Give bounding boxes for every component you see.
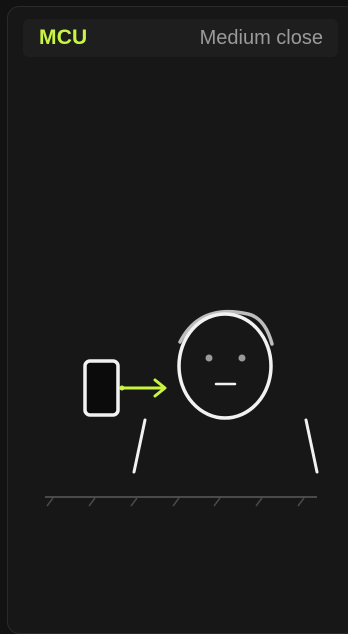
left-eye <box>206 355 213 362</box>
phone-camera-icon <box>85 361 118 415</box>
person-head <box>179 312 272 418</box>
floor-line-icon <box>45 497 317 506</box>
shot-illustration <box>0 0 348 621</box>
person-shoulders <box>134 420 317 472</box>
right-eye <box>239 355 246 362</box>
arrow-right-icon <box>120 380 166 396</box>
